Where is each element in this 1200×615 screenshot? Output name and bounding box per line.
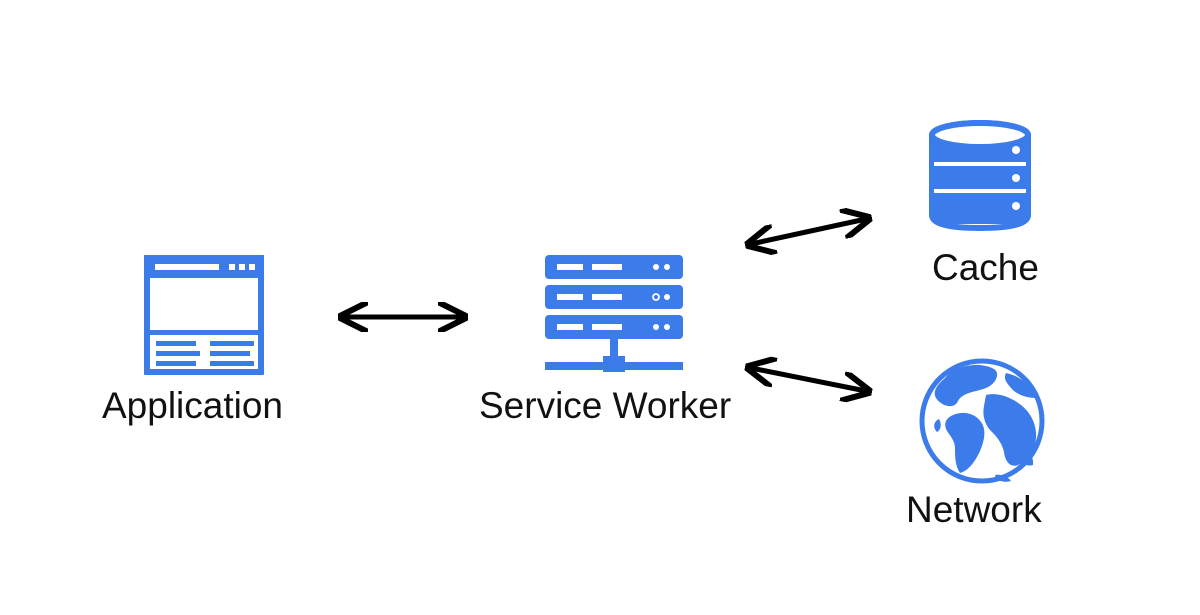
arrow-service-worker-cache: [751, 219, 866, 244]
node-label-service-worker: Service Worker: [479, 385, 731, 426]
database-icon: [929, 120, 1031, 232]
node-label-network: Network: [906, 489, 1042, 530]
globe-icon: [919, 358, 1045, 484]
arrow-service-worker-network: [751, 368, 866, 391]
node-label-cache: Cache: [932, 247, 1039, 288]
node-label-application: Application: [102, 385, 283, 426]
browser-window-icon: [144, 255, 264, 375]
server-rack-icon: [545, 255, 683, 372]
